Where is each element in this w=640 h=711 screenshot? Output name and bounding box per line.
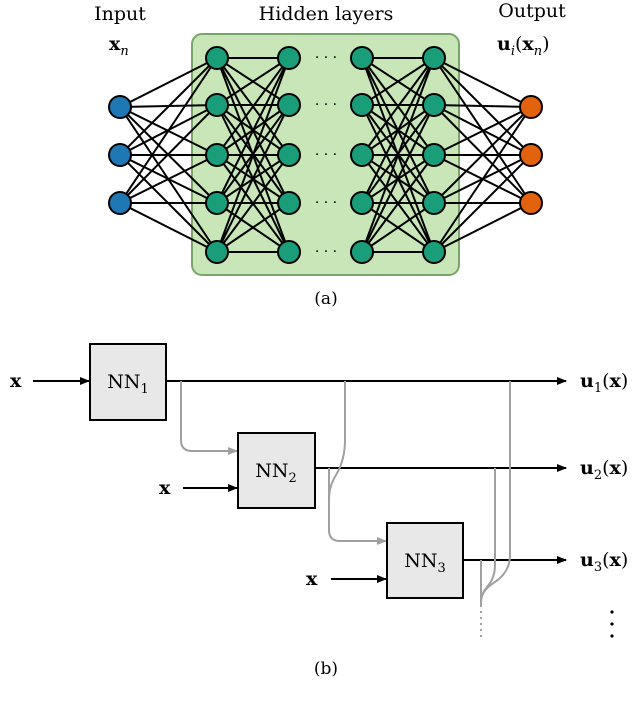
nn-blocks	[89, 343, 464, 599]
network-edge	[119, 57, 218, 156]
hidden1-node	[205, 143, 229, 167]
nn1-block	[89, 343, 167, 421]
network-edge	[216, 57, 290, 253]
hidden4-node	[422, 191, 446, 215]
panel-a-network: · · · · · · · · · · · · · · · Input xn Hidde…	[94, 0, 566, 309]
hidden3-node	[350, 240, 374, 264]
skip-connections	[180, 381, 511, 638]
network-edge	[216, 57, 290, 106]
network-edge	[119, 104, 218, 204]
network-edge	[361, 57, 435, 106]
network-edge	[361, 104, 435, 253]
input-node	[108, 191, 132, 215]
hidden4-node	[422, 46, 446, 70]
network-edge	[433, 104, 532, 108]
network-edge	[433, 106, 532, 253]
hidden2-node	[277, 191, 301, 215]
output-continuation-dots	[610, 610, 614, 638]
network-edge	[361, 57, 435, 204]
nn1-label: NN1	[107, 371, 149, 397]
hidden4-node	[422, 240, 446, 264]
network-edge	[433, 106, 532, 204]
output-node	[519, 143, 543, 167]
network-edge	[433, 202, 532, 253]
input-x-1: x	[10, 370, 22, 392]
hidden-ellipsis: · · ·	[315, 97, 337, 113]
output-node	[519, 95, 543, 119]
hidden2-node	[277, 46, 301, 70]
network-edge	[216, 202, 290, 253]
network-edge	[433, 57, 532, 108]
caption-b: (b)	[314, 659, 338, 679]
hidden-layers-title: Hidden layers	[259, 3, 394, 25]
input-node	[108, 143, 132, 167]
network-edge	[119, 57, 218, 204]
output-u2: u2(x)	[580, 457, 628, 483]
network-edge	[433, 154, 532, 253]
hidden1-node	[205, 240, 229, 264]
network-edge	[216, 57, 290, 204]
hidden2-node	[277, 93, 301, 117]
nn2-block	[237, 432, 316, 509]
nn3-label: NN3	[404, 550, 446, 576]
hidden3-node	[350, 191, 374, 215]
hidden3-node	[350, 93, 374, 117]
network-edges	[119, 57, 532, 253]
hidden-ellipsis: · · ·	[315, 195, 337, 211]
hidden4-node	[422, 93, 446, 117]
hidden1-node	[205, 46, 229, 70]
network-edge	[361, 57, 435, 253]
skip-1-to-2	[180, 381, 238, 455]
hidden-ellipsis: · · ·	[315, 147, 337, 163]
network-edge	[119, 154, 218, 204]
hidden1-node	[205, 191, 229, 215]
input-title: Input	[94, 3, 146, 25]
panel-b-cascade: NN1 NN2 NN3 x x x u1(x) u2(x) u3(x) (b)	[10, 343, 628, 679]
network-nodes	[108, 46, 543, 264]
output-node	[519, 191, 543, 215]
network-edge	[361, 202, 435, 253]
network-edge	[119, 202, 218, 253]
input-x-2: x	[159, 477, 171, 499]
caption-a: (a)	[314, 289, 337, 309]
network-edge	[361, 57, 435, 156]
hidden3-node	[350, 46, 374, 70]
network-edge	[433, 106, 532, 156]
output-title: Output	[498, 0, 566, 22]
hidden4-node	[422, 143, 446, 167]
output-variable: ui(xn)	[497, 33, 550, 59]
hidden-ellipsis: · · ·	[315, 244, 337, 260]
nn2-label: NN2	[255, 460, 297, 486]
input-node	[108, 95, 132, 119]
output-u3: u3(x)	[580, 549, 628, 575]
hidden3-node	[350, 143, 374, 167]
hidden1-node	[205, 93, 229, 117]
network-edge	[216, 57, 290, 156]
hidden2-node	[277, 240, 301, 264]
skip-down-from-2	[480, 468, 496, 603]
ellipsis-group: · · · · · · · · · · · · · · ·	[315, 50, 337, 260]
hidden2-node	[277, 143, 301, 167]
nn3-block	[386, 522, 464, 599]
input-x-3: x	[306, 568, 318, 590]
network-edge	[216, 104, 290, 253]
output-u1: u1(x)	[580, 370, 628, 396]
network-edge	[216, 154, 290, 253]
hidden-ellipsis: · · ·	[315, 50, 337, 66]
network-edge	[119, 57, 218, 108]
input-variable: xn	[109, 33, 129, 59]
network-edge	[361, 154, 435, 253]
skip-to-3-from-1	[328, 381, 387, 545]
